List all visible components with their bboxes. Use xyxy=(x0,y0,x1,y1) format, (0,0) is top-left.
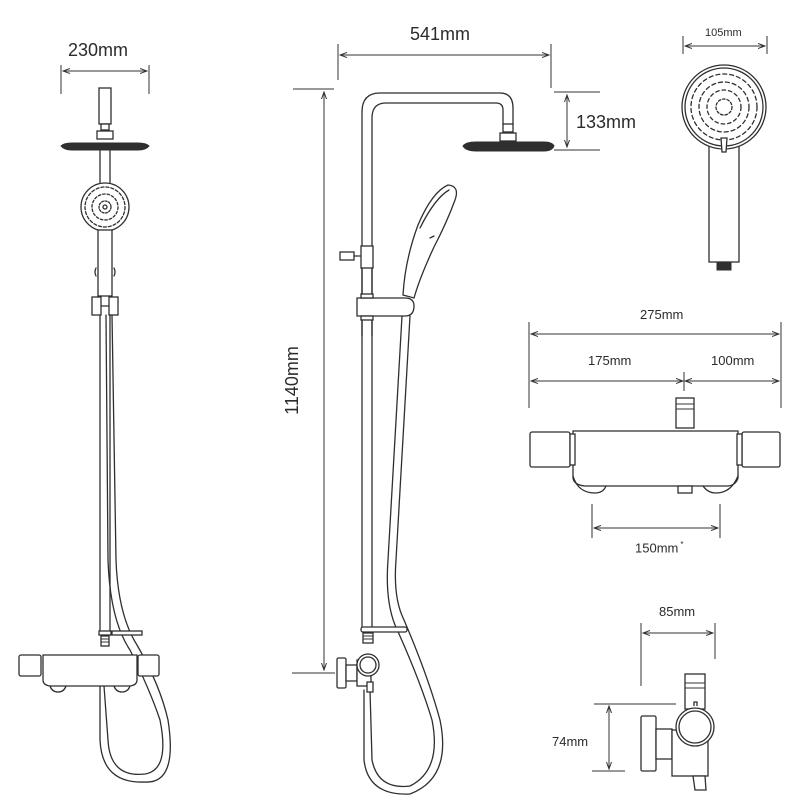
valve-left-segment-label: 175mm xyxy=(588,353,632,368)
valve-side-detail-drawing xyxy=(592,623,716,791)
side-view-drawing xyxy=(292,44,600,795)
handset-diameter-label: 105mm xyxy=(705,27,742,39)
valve-height-label: 74mm xyxy=(552,734,589,749)
valve-right-segment-label: 100mm xyxy=(711,353,755,368)
arm-projection-label: 541mm xyxy=(410,24,471,44)
side-valve xyxy=(336,653,380,693)
valve-depth-label: 85mm xyxy=(659,604,696,619)
valve-centres-footnote: * xyxy=(680,540,684,549)
side-handset xyxy=(402,184,458,299)
front-handset-head xyxy=(80,182,130,232)
front-width-label: 230mm xyxy=(68,40,129,60)
valve-front-detail-drawing xyxy=(528,322,782,538)
valve-centres-value: 150mm xyxy=(635,540,679,556)
head-drop-label: 133mm xyxy=(576,112,637,132)
valve-centres-label: 150mm* xyxy=(635,540,683,555)
overall-height-label: 1140mm xyxy=(281,346,302,415)
dimension-230-line xyxy=(60,65,150,94)
front-view-drawing xyxy=(18,65,171,783)
front-bar-valve xyxy=(18,654,160,693)
valve-overall-width-label: 275mm xyxy=(640,307,684,322)
handset-detail-drawing xyxy=(681,36,768,271)
